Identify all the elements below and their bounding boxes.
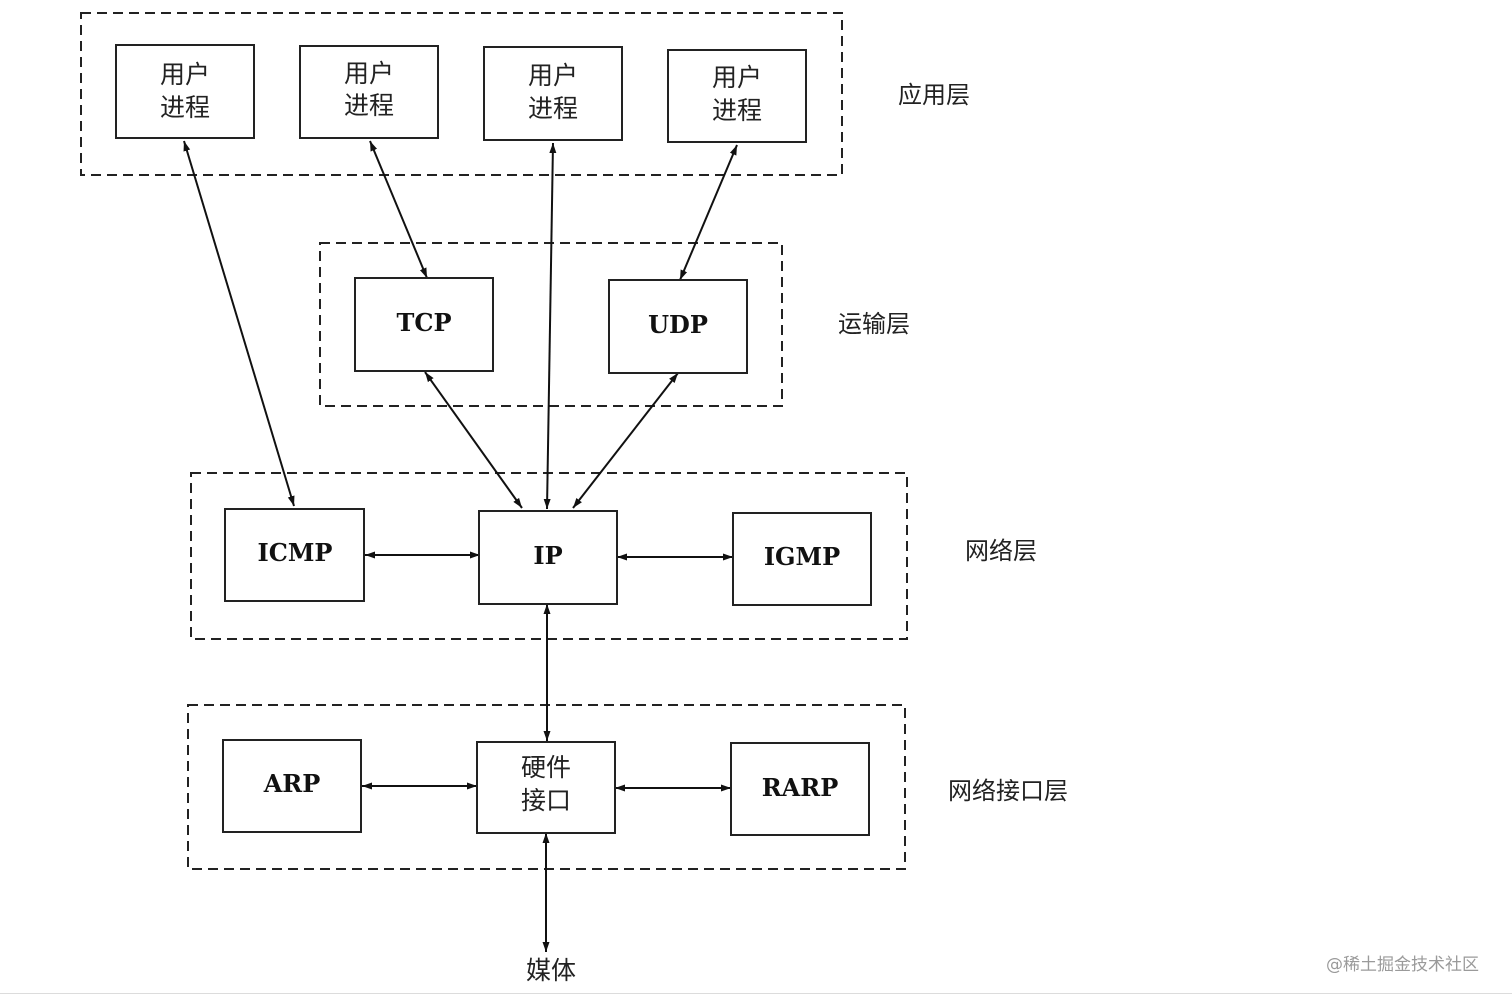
arp-box: ARP [222, 739, 362, 833]
hardware-interface-box: 硬件 接口 [476, 741, 616, 834]
rarp-box: RARP [730, 742, 870, 836]
user-process-4-line2: 进程 [712, 96, 762, 125]
link-process1-icmp [183, 140, 295, 507]
link-tcp-ip [424, 371, 523, 509]
link-process2-tcp [369, 140, 428, 279]
tcp-label: TCP [396, 308, 451, 337]
ip-label: IP [533, 541, 562, 570]
user-process-box-2: 用户 进程 [299, 45, 439, 139]
link-udp-ip [572, 372, 679, 509]
user-process-2-line2: 进程 [344, 91, 394, 120]
watermark-text: @稀土掘金技术社区 [1326, 955, 1479, 975]
tcp-box: TCP [354, 277, 494, 372]
icmp-box: ICMP [224, 508, 365, 602]
user-process-box-1: 用户 进程 [115, 44, 255, 139]
arp-label: ARP [263, 769, 321, 798]
network-layer-label: 网络层 [965, 537, 1037, 565]
icmp-label: ICMP [258, 538, 333, 567]
user-process-3-line1: 用户 [528, 61, 578, 90]
user-process-1-line2: 进程 [160, 93, 210, 122]
user-process-1-line1: 用户 [160, 60, 210, 89]
media-label: 媒体 [526, 956, 576, 985]
user-process-box-3: 用户 进程 [483, 46, 623, 141]
user-process-2-line1: 用户 [344, 59, 394, 88]
igmp-box: IGMP [732, 512, 872, 606]
bottom-divider [0, 993, 1512, 994]
user-process-box-4: 用户 进程 [667, 49, 807, 143]
link-process4-udp [679, 144, 738, 281]
transport-layer-label: 运输层 [838, 310, 910, 338]
user-process-3-line2: 进程 [528, 94, 578, 123]
udp-box: UDP [608, 279, 748, 374]
link-layer-label: 网络接口层 [948, 777, 1068, 805]
application-layer-label: 应用层 [898, 81, 970, 109]
application-layer-frame [80, 12, 843, 176]
ip-box: IP [478, 510, 618, 605]
hardware-interface-line2: 接口 [521, 786, 571, 815]
link-process3-ip [543, 142, 557, 510]
udp-label: UDP [648, 310, 708, 339]
hardware-interface-line1: 硬件 [521, 753, 571, 782]
igmp-label: IGMP [764, 542, 840, 571]
user-process-4-line1: 用户 [712, 63, 762, 92]
rarp-label: RARP [762, 773, 839, 802]
